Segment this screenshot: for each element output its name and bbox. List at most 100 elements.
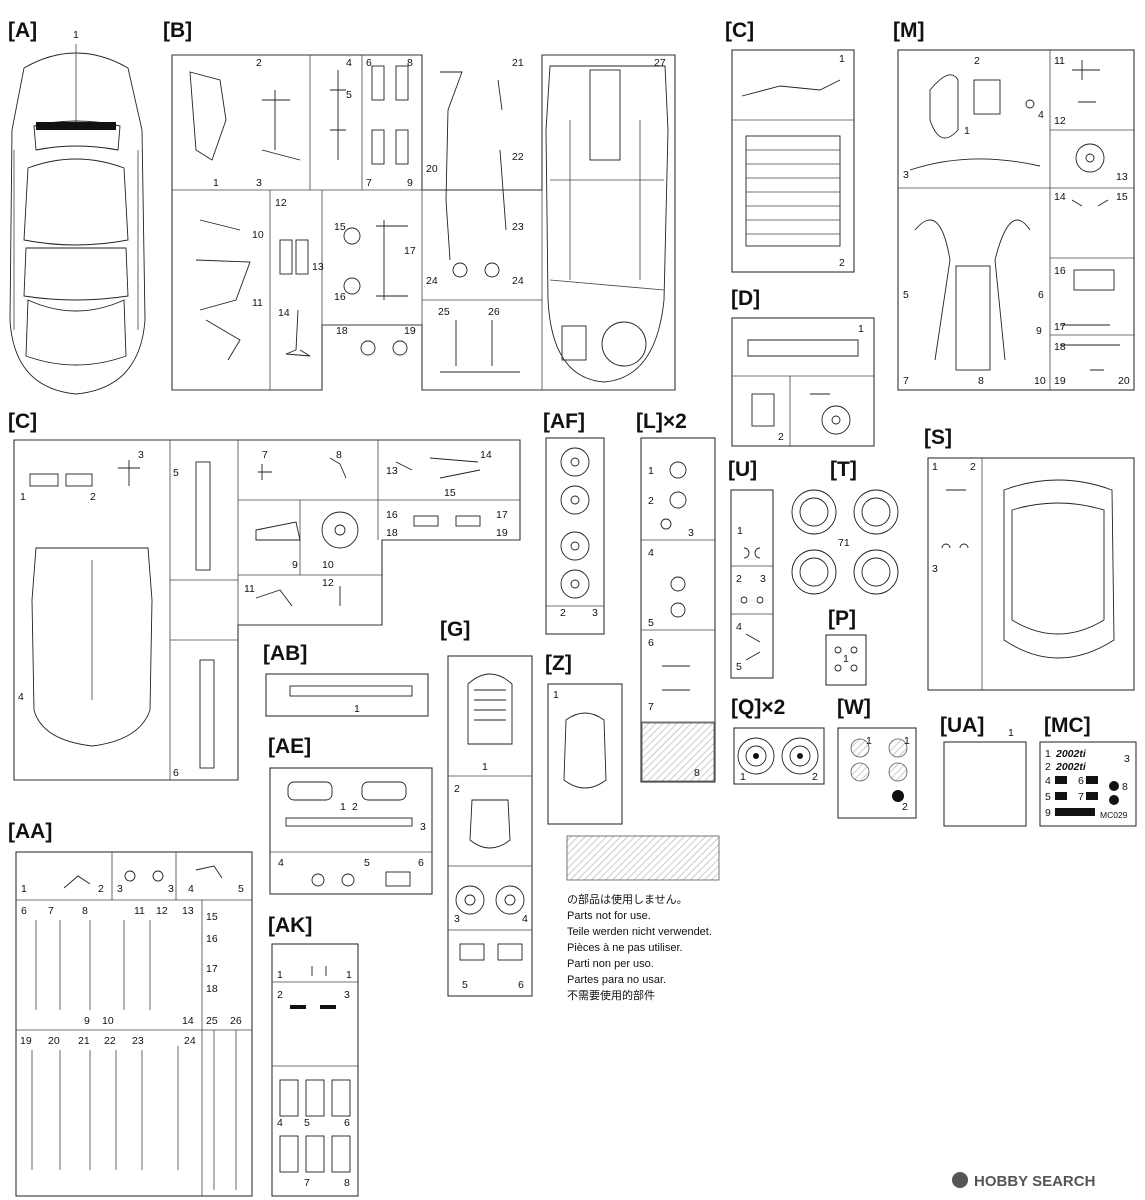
part-number: 12 — [1054, 115, 1066, 127]
part-number: 3 — [168, 883, 174, 895]
part-number: 24 — [184, 1035, 196, 1047]
part-number: 25 — [438, 306, 450, 318]
part-number: 14 — [182, 1015, 194, 1027]
part-number: 19 — [1054, 375, 1066, 387]
sprue-label: [S] — [924, 426, 952, 449]
part-number: 1 — [839, 53, 845, 65]
part-number: 11 — [252, 297, 263, 309]
sprue-q: [Q]×2 1 2 — [731, 696, 825, 785]
part-number: 7 — [262, 449, 268, 461]
sprue-ab: [AB] 1 — [263, 642, 429, 717]
part-number: 16 — [206, 933, 218, 945]
sprue-d: [C] 1 2 — [725, 19, 855, 273]
part-number: 5 — [648, 617, 654, 629]
part-number: 4 — [18, 691, 24, 703]
part-number: 2 — [1045, 761, 1051, 773]
legend-line-fr: Pièces à ne pas utiliser. — [567, 942, 683, 954]
sprue-label: [Q]×2 — [731, 696, 785, 719]
part-number: 2 — [352, 801, 358, 813]
part-number: 1 — [277, 969, 283, 981]
sprue-b: [B] — [163, 19, 676, 391]
part-number: 8 — [336, 449, 342, 461]
part-number: 8 — [407, 57, 413, 69]
part-number: 1 — [354, 703, 360, 715]
part-number: 2 — [839, 257, 845, 269]
grille-part — [745, 135, 841, 247]
part-number: 2 — [974, 55, 980, 67]
part-number: 2 — [736, 573, 742, 585]
part-number: 3 — [454, 913, 460, 925]
part-number: 3 — [592, 607, 598, 619]
part-number: 4 — [277, 1117, 283, 1129]
part-number: 1 — [858, 323, 864, 335]
sprue-label: [UA] — [940, 714, 984, 737]
part-number: 2 — [98, 883, 104, 895]
part-number: 24 — [512, 275, 524, 287]
part-number: 9 — [1036, 325, 1042, 337]
part-number: 71 — [838, 537, 850, 549]
part-number: 18 — [1054, 341, 1066, 353]
part-number: 8 — [978, 375, 984, 387]
sprue-w: [W] 1 1 2 — [837, 696, 917, 819]
part-numbers: 1 2 3 4 5 6 7 — [648, 465, 694, 713]
sprue-label: [G] — [440, 618, 470, 641]
legend-line-de: Teile werden nicht verwendet. — [567, 926, 712, 938]
sprue-label: [AA] — [8, 820, 52, 843]
part-number: 7 — [366, 177, 372, 189]
sprue-label: [A] — [8, 19, 37, 42]
sprue-af: [AF] 2 3 — [543, 410, 605, 635]
sprue-c: [C] 1 2 3 4 5 6 7 8 — [8, 410, 521, 781]
not-used-swatch — [566, 835, 720, 881]
part-numbers: 1 2 3 3 4 5 6 7 8 9 10 11 12 13 14 15 16… — [20, 883, 244, 1047]
rods — [31, 920, 237, 1190]
sprue-label: [AK] — [268, 914, 312, 937]
sprue-l: [L]×2 1 2 3 4 5 6 7 8 — [636, 410, 716, 783]
wheel — [455, 885, 485, 915]
part-number: 16 — [334, 291, 346, 303]
part-number: 8 — [82, 905, 88, 917]
part-number: 4 — [1045, 775, 1051, 787]
part-number: 17 — [206, 963, 218, 975]
part-number: 7 — [304, 1177, 310, 1189]
part-number: 6 — [1038, 289, 1044, 301]
sprue-label: [AE] — [268, 735, 311, 758]
sprue-label: [AB] — [263, 642, 307, 665]
part-number: 9 — [1045, 807, 1051, 819]
sprue-p: [P] 1 — [825, 607, 867, 686]
part-number: 26 — [488, 306, 500, 318]
part-number: 5 — [346, 89, 352, 101]
part-number: 20 — [1118, 375, 1130, 387]
part-number: 10 — [252, 229, 264, 241]
part-number: 8 — [344, 1177, 350, 1189]
part-number: 5 — [364, 857, 370, 869]
part-number: 6 — [344, 1117, 350, 1129]
part-number: 2 — [812, 771, 818, 783]
part-number: 13 — [1116, 171, 1128, 183]
part-number: 14 — [480, 449, 492, 461]
part-number: 10 — [322, 559, 334, 571]
not-used-legend: の部品は使用しません。 Parts not for use. Teile wer… — [566, 835, 720, 1002]
car-body-top-view — [9, 44, 146, 395]
part-number: 25 — [206, 1015, 218, 1027]
part-number: 5 — [304, 1117, 310, 1129]
part-number: 1 — [932, 461, 938, 473]
sprue-u: [U] 1 2 3 4 5 — [728, 458, 774, 679]
part-number: 7 — [1078, 791, 1084, 803]
sprue-t: [T] 71 — [791, 458, 899, 595]
part-number: 22 — [104, 1035, 116, 1047]
part-number: 18 — [206, 983, 218, 995]
sprue-label: [P] — [828, 607, 856, 630]
part-number: 1 — [73, 29, 79, 41]
part-number: 21 — [512, 57, 524, 69]
legend-line-es: Partes para no usar. — [567, 974, 666, 986]
sprue-a: [A] 1 — [8, 19, 146, 395]
sprue-label: [L]×2 — [636, 410, 687, 433]
part-number: 5 — [736, 661, 742, 673]
chassis-floor — [545, 65, 669, 383]
part-number: 18 — [386, 527, 398, 539]
part-number: 5 — [462, 979, 468, 991]
part-number: 2 — [277, 989, 283, 1001]
part-number: 15 — [1116, 191, 1128, 203]
